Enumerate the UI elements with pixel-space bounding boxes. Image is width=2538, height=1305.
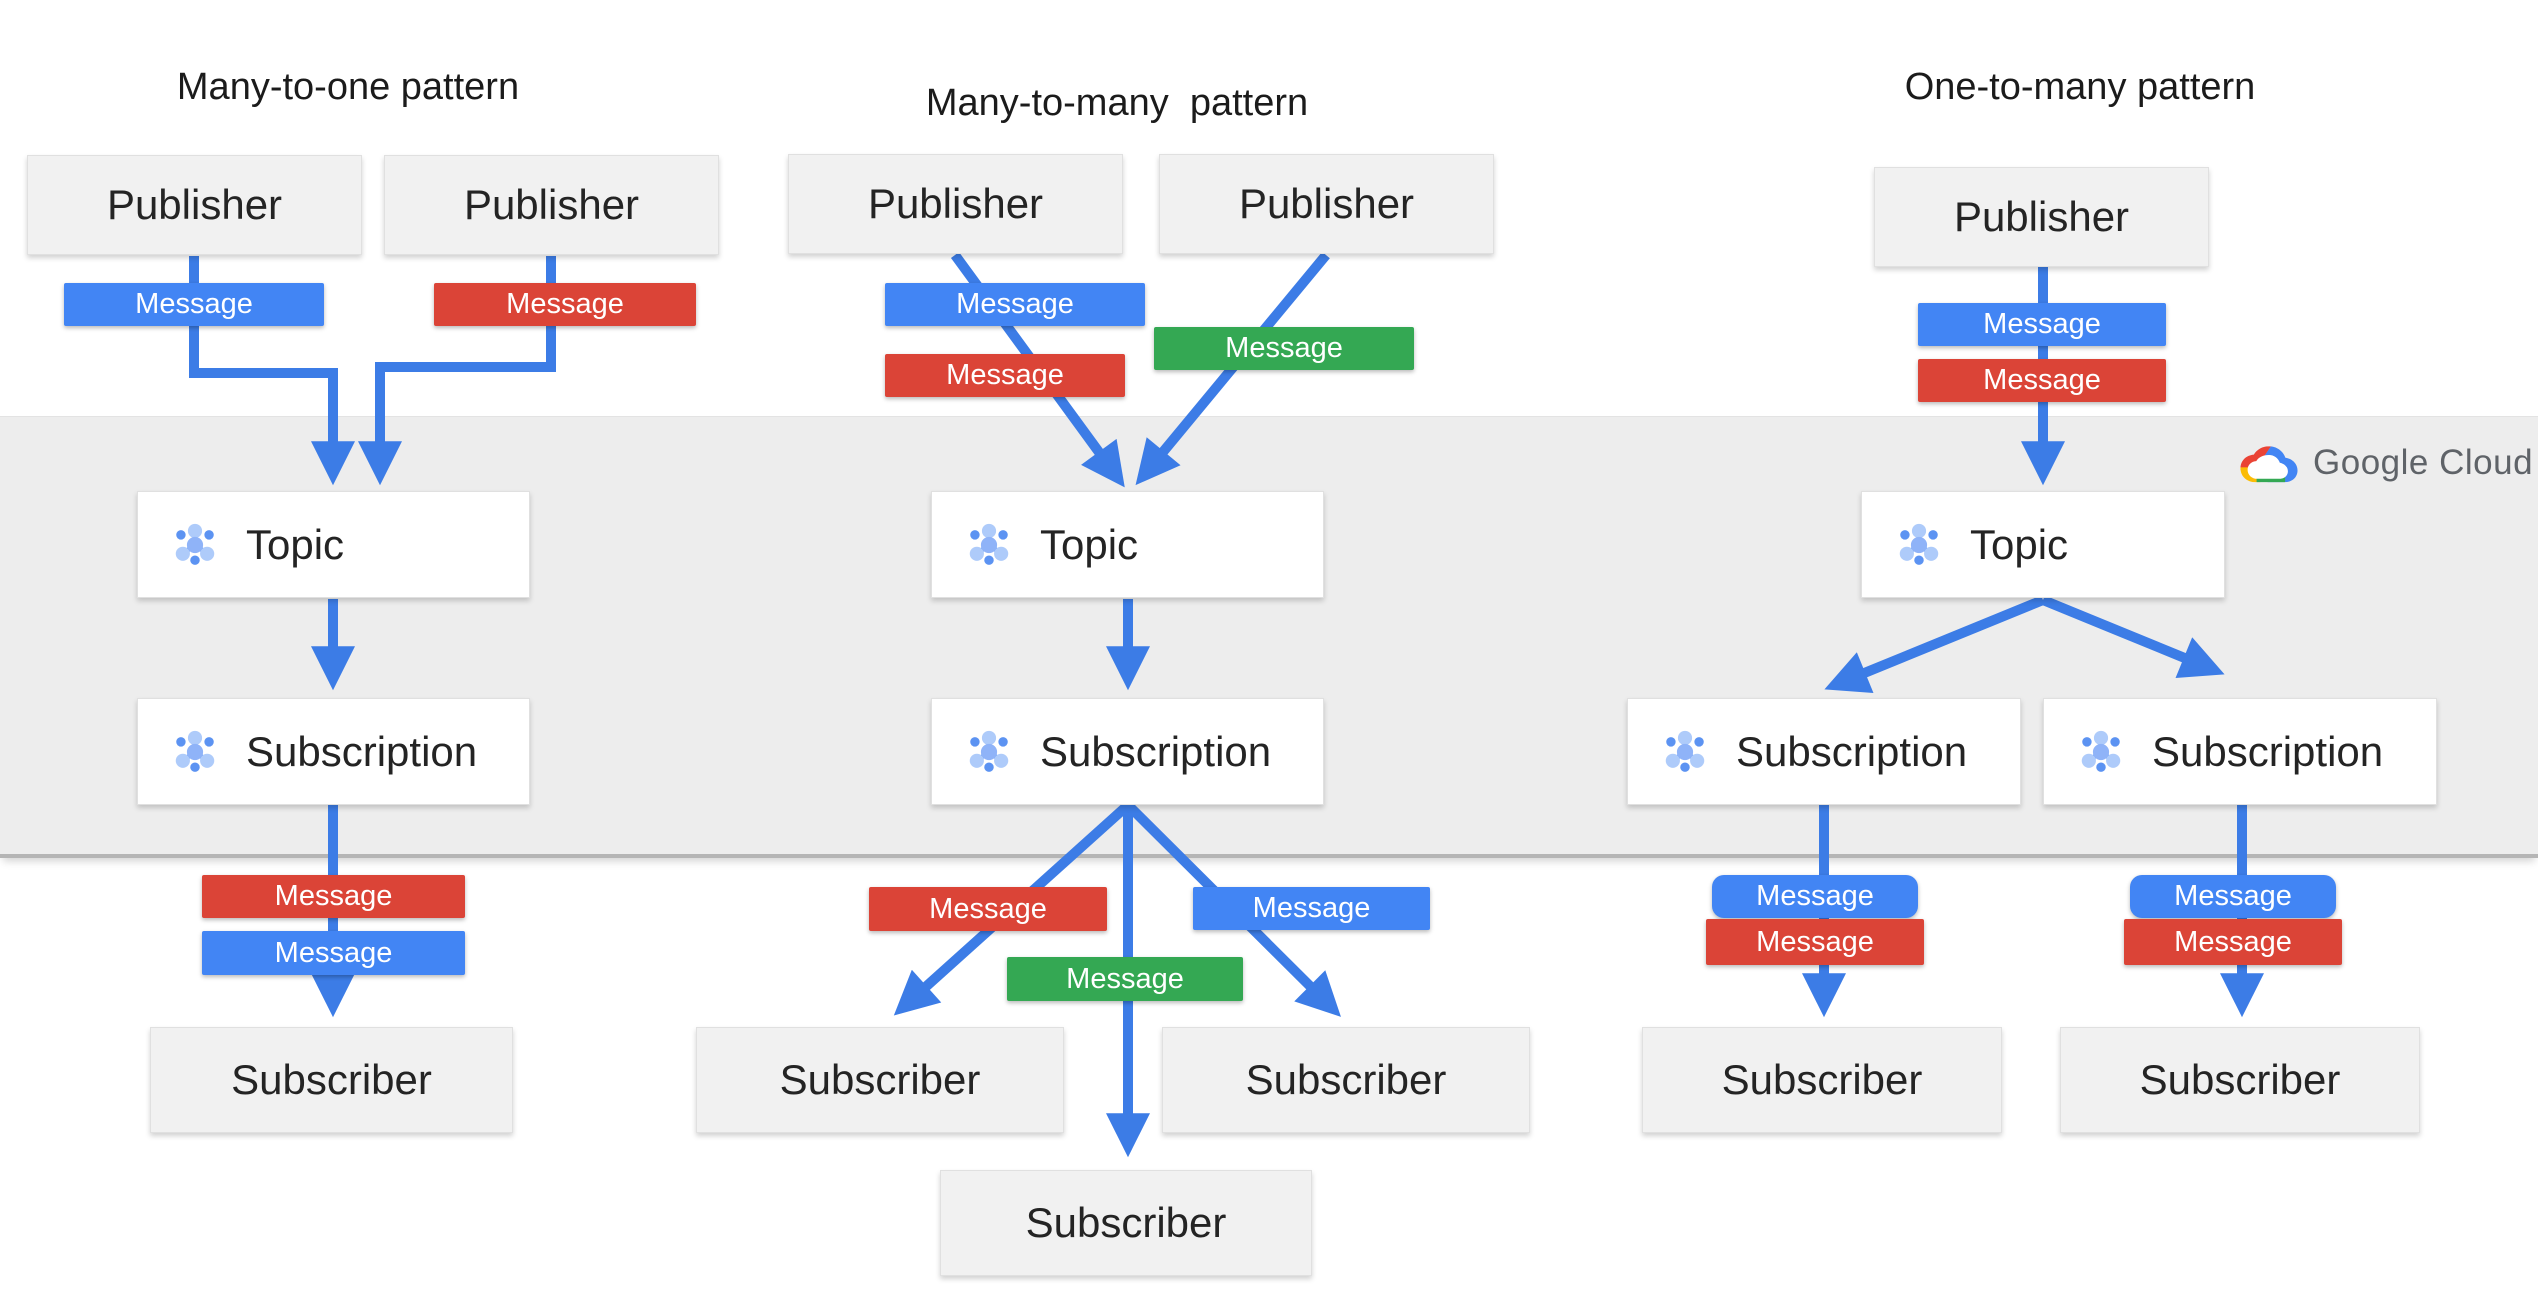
publisher-box: Publisher xyxy=(1874,167,2209,267)
publisher-box: Publisher xyxy=(27,155,362,255)
subscriber-box: Subscriber xyxy=(150,1027,513,1133)
google-cloud-logo: Google Cloud xyxy=(2238,440,2533,486)
message-badge-red: Message xyxy=(434,283,696,326)
topic-label: Topic xyxy=(1970,520,2069,568)
subscriber-box: Subscriber xyxy=(1642,1027,2002,1133)
pubsub-icon xyxy=(175,730,215,772)
subscription-label: Subscription xyxy=(1736,727,1968,775)
message-badge-red: Message xyxy=(2124,919,2342,965)
message-label: Message xyxy=(1225,332,1343,364)
topic-box: Topic xyxy=(137,491,530,598)
subscriber-label: Subscriber xyxy=(779,1056,981,1103)
pubsub-icon xyxy=(1899,523,1939,565)
topic-label: Topic xyxy=(1040,520,1139,568)
subscription-label: Subscription xyxy=(2152,727,2384,775)
subscriber-box: Subscriber xyxy=(1162,1027,1530,1133)
message-label: Message xyxy=(506,288,624,320)
subscriber-label: Subscriber xyxy=(1025,1199,1227,1246)
pattern-title-many-to-many: Many-to-many pattern xyxy=(925,82,1309,124)
message-label: Message xyxy=(135,288,253,320)
message-badge-blue: Message xyxy=(1918,303,2166,346)
subscriber-label: Subscriber xyxy=(1721,1056,1923,1103)
publisher-box: Publisher xyxy=(1159,154,1494,254)
subscription-box: Subscription xyxy=(931,698,1324,805)
message-badge-blue: Message xyxy=(2130,875,2336,918)
message-badge-blue: Message xyxy=(202,931,465,975)
publisher-box: Publisher xyxy=(384,155,719,255)
subscriber-label: Subscriber xyxy=(2139,1056,2341,1103)
publisher-label: Publisher xyxy=(1238,180,1415,227)
message-label: Message xyxy=(1066,962,1184,995)
message-badge-red: Message xyxy=(202,875,465,918)
message-badge-red: Message xyxy=(885,354,1125,397)
message-label: Message xyxy=(1756,925,1874,958)
publisher-label: Publisher xyxy=(867,180,1044,227)
pattern-title-one-to-many: One-to-many pattern xyxy=(1904,66,2256,108)
google-cloud-icon xyxy=(2240,446,2298,483)
topic-box: Topic xyxy=(1861,491,2225,598)
subscription-label: Subscription xyxy=(246,727,478,775)
message-badge-red: Message xyxy=(1918,359,2166,402)
message-label: Message xyxy=(1756,880,1874,912)
pattern-title-many-to-one: Many-to-one pattern xyxy=(176,66,520,108)
message-badge-blue: Message xyxy=(885,283,1145,326)
pubsub-icon xyxy=(2081,730,2121,772)
subscription-box: Subscription xyxy=(2043,698,2437,805)
message-badge-red: Message xyxy=(869,887,1107,931)
message-label: Message xyxy=(1252,892,1371,924)
topic-label: Topic xyxy=(246,520,345,568)
subscriber-label: Subscriber xyxy=(1245,1056,1447,1103)
subscription-box: Subscription xyxy=(137,698,530,805)
message-badge-green: Message xyxy=(1154,327,1414,370)
publisher-label: Publisher xyxy=(106,181,283,228)
message-badge-blue: Message xyxy=(1712,875,1918,918)
pubsub-icon xyxy=(175,523,215,565)
message-label: Message xyxy=(956,288,1074,320)
subscriber-box: Subscriber xyxy=(2060,1027,2420,1133)
message-label: Message xyxy=(274,880,393,912)
pubsub-icon xyxy=(969,730,1009,772)
google-cloud-logo-text: Google Cloud xyxy=(2313,443,2534,482)
topic-box: Topic xyxy=(931,491,1324,598)
message-badge-red: Message xyxy=(1706,919,1924,965)
publisher-label: Publisher xyxy=(1953,193,2130,240)
subscription-label: Subscription xyxy=(1040,727,1272,775)
message-label: Message xyxy=(274,936,393,969)
pubsub-icon xyxy=(1665,730,1705,772)
subscriber-box: Subscriber xyxy=(696,1027,1064,1133)
message-badge-blue: Message xyxy=(1193,887,1430,930)
subscription-box: Subscription xyxy=(1627,698,2021,805)
message-label: Message xyxy=(2174,925,2292,958)
subscriber-box: Subscriber xyxy=(940,1170,1312,1276)
publisher-label: Publisher xyxy=(463,181,640,228)
message-badge-blue: Message xyxy=(64,283,324,326)
message-label: Message xyxy=(929,892,1047,925)
message-label: Message xyxy=(946,359,1064,391)
message-label: Message xyxy=(2174,880,2292,912)
message-label: Message xyxy=(1983,364,2101,396)
message-badge-green: Message xyxy=(1007,957,1243,1001)
pubsub-icon xyxy=(969,523,1009,565)
message-label: Message xyxy=(1983,308,2101,340)
publisher-box: Publisher xyxy=(788,154,1123,254)
subscriber-label: Subscriber xyxy=(231,1056,432,1103)
